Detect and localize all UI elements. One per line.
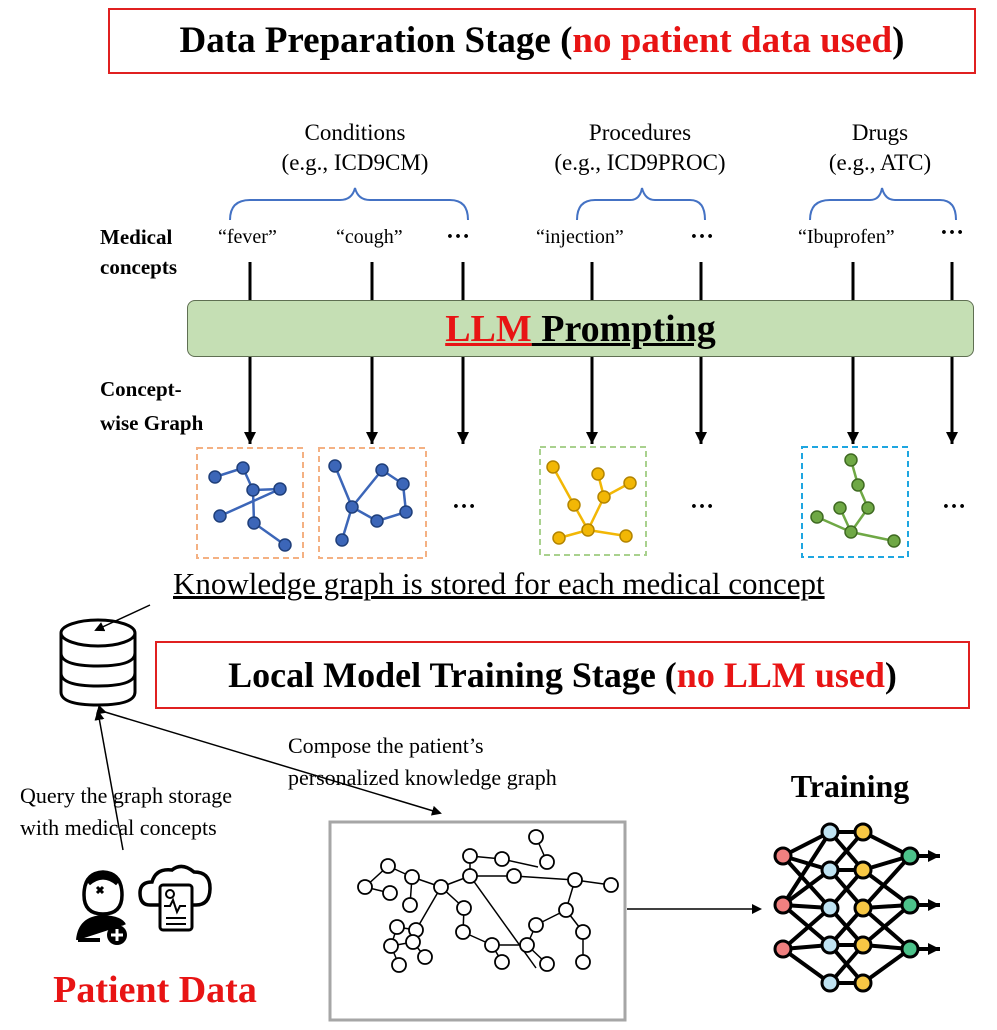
category-drugs-example: (e.g., ATC) bbox=[828, 150, 932, 175]
category-conditions-name: Conditions bbox=[304, 120, 406, 145]
llm-prompting-bar: LLM Prompting bbox=[187, 300, 974, 357]
query-line2: with medical concepts bbox=[20, 815, 217, 840]
storage-to-db-arrow bbox=[94, 604, 151, 632]
concept-fever: “fever” bbox=[218, 226, 277, 248]
category-drugs-name: Drugs bbox=[851, 120, 909, 145]
concept-graph-injection bbox=[539, 446, 647, 556]
medical-concepts-line1: Medical bbox=[100, 225, 173, 249]
patient-icon bbox=[76, 870, 127, 945]
brace-drugs bbox=[809, 187, 957, 221]
concept-ibuprofen: “Ibuprofen” bbox=[798, 226, 895, 248]
training-label: Training bbox=[790, 768, 910, 804]
neural-network-icon bbox=[773, 822, 940, 993]
medical-concepts-label: Medical concepts bbox=[100, 222, 200, 282]
concept-graph-fever bbox=[196, 447, 304, 559]
data-preparation-stage-title: Data Preparation Stage (no patient data … bbox=[108, 8, 976, 74]
compose-line1: Compose the patient’s bbox=[288, 733, 484, 758]
query-line1: Query the graph storage bbox=[20, 783, 232, 808]
brace-procedures bbox=[576, 187, 706, 221]
query-arrow bbox=[94, 710, 124, 851]
prep-title-suffix: ) bbox=[892, 20, 905, 61]
concept-ellipsis-drugs: … bbox=[940, 214, 964, 240]
training-title-prefix: Local Model Training Stage ( bbox=[228, 655, 677, 695]
patient-data-label: Patient Data bbox=[53, 969, 257, 1011]
compose-caption: Compose the patient’s personalized knowl… bbox=[288, 730, 557, 794]
category-procedures: Procedures (e.g., ICD9PROC) bbox=[520, 118, 760, 178]
storage-caption: Knowledge graph is stored for each medic… bbox=[173, 566, 825, 601]
concept-to-llm-lines bbox=[248, 262, 954, 300]
category-conditions-example: (e.g., ICD9CM) bbox=[281, 150, 429, 175]
category-conditions: Conditions (e.g., ICD9CM) bbox=[240, 118, 470, 178]
category-procedures-example: (e.g., ICD9PROC) bbox=[554, 150, 726, 175]
concept-graph-ibuprofen bbox=[801, 446, 909, 558]
graph-ellipsis-procedures: … bbox=[690, 488, 714, 514]
concept-cough: “cough” bbox=[336, 226, 403, 248]
category-procedures-name: Procedures bbox=[588, 120, 692, 145]
prep-title-red: no patient data used bbox=[572, 20, 893, 61]
db-to-graph-arrow bbox=[95, 704, 442, 816]
medical-concepts-line2: concepts bbox=[100, 255, 177, 279]
llm-to-graph-arrows bbox=[244, 357, 958, 444]
concept-graph-cough bbox=[318, 447, 427, 559]
graph-ellipsis-drugs: … bbox=[942, 488, 966, 514]
llm-label: LLM bbox=[445, 307, 532, 350]
compose-line2: personalized knowledge graph bbox=[288, 765, 557, 790]
concept-ellipsis-conditions: … bbox=[446, 218, 470, 244]
concept-ellipsis-procedures: … bbox=[690, 218, 714, 244]
prompting-label: Prompting bbox=[531, 307, 716, 350]
training-title-red: no LLM used bbox=[676, 655, 885, 695]
prep-title-prefix: Data Preparation Stage ( bbox=[179, 20, 573, 61]
cloud-record-icon bbox=[138, 864, 212, 932]
brace-conditions bbox=[229, 187, 469, 221]
concept-graph-line2: wise Graph bbox=[100, 411, 204, 435]
local-training-stage-title: Local Model Training Stage (no LLM used) bbox=[155, 641, 970, 709]
category-drugs: Drugs (e.g., ATC) bbox=[800, 118, 960, 178]
database-icon bbox=[59, 618, 137, 707]
concept-injection: “injection” bbox=[536, 226, 624, 248]
query-caption: Query the graph storage with medical con… bbox=[20, 780, 232, 844]
training-title-suffix: ) bbox=[884, 655, 897, 695]
personalized-knowledge-graph bbox=[328, 820, 627, 1022]
concept-wise-graph-label: Concept- wise Graph bbox=[100, 372, 240, 440]
graph-ellipsis-conditions: … bbox=[452, 488, 476, 514]
concept-graph-line1: Concept- bbox=[100, 377, 182, 401]
